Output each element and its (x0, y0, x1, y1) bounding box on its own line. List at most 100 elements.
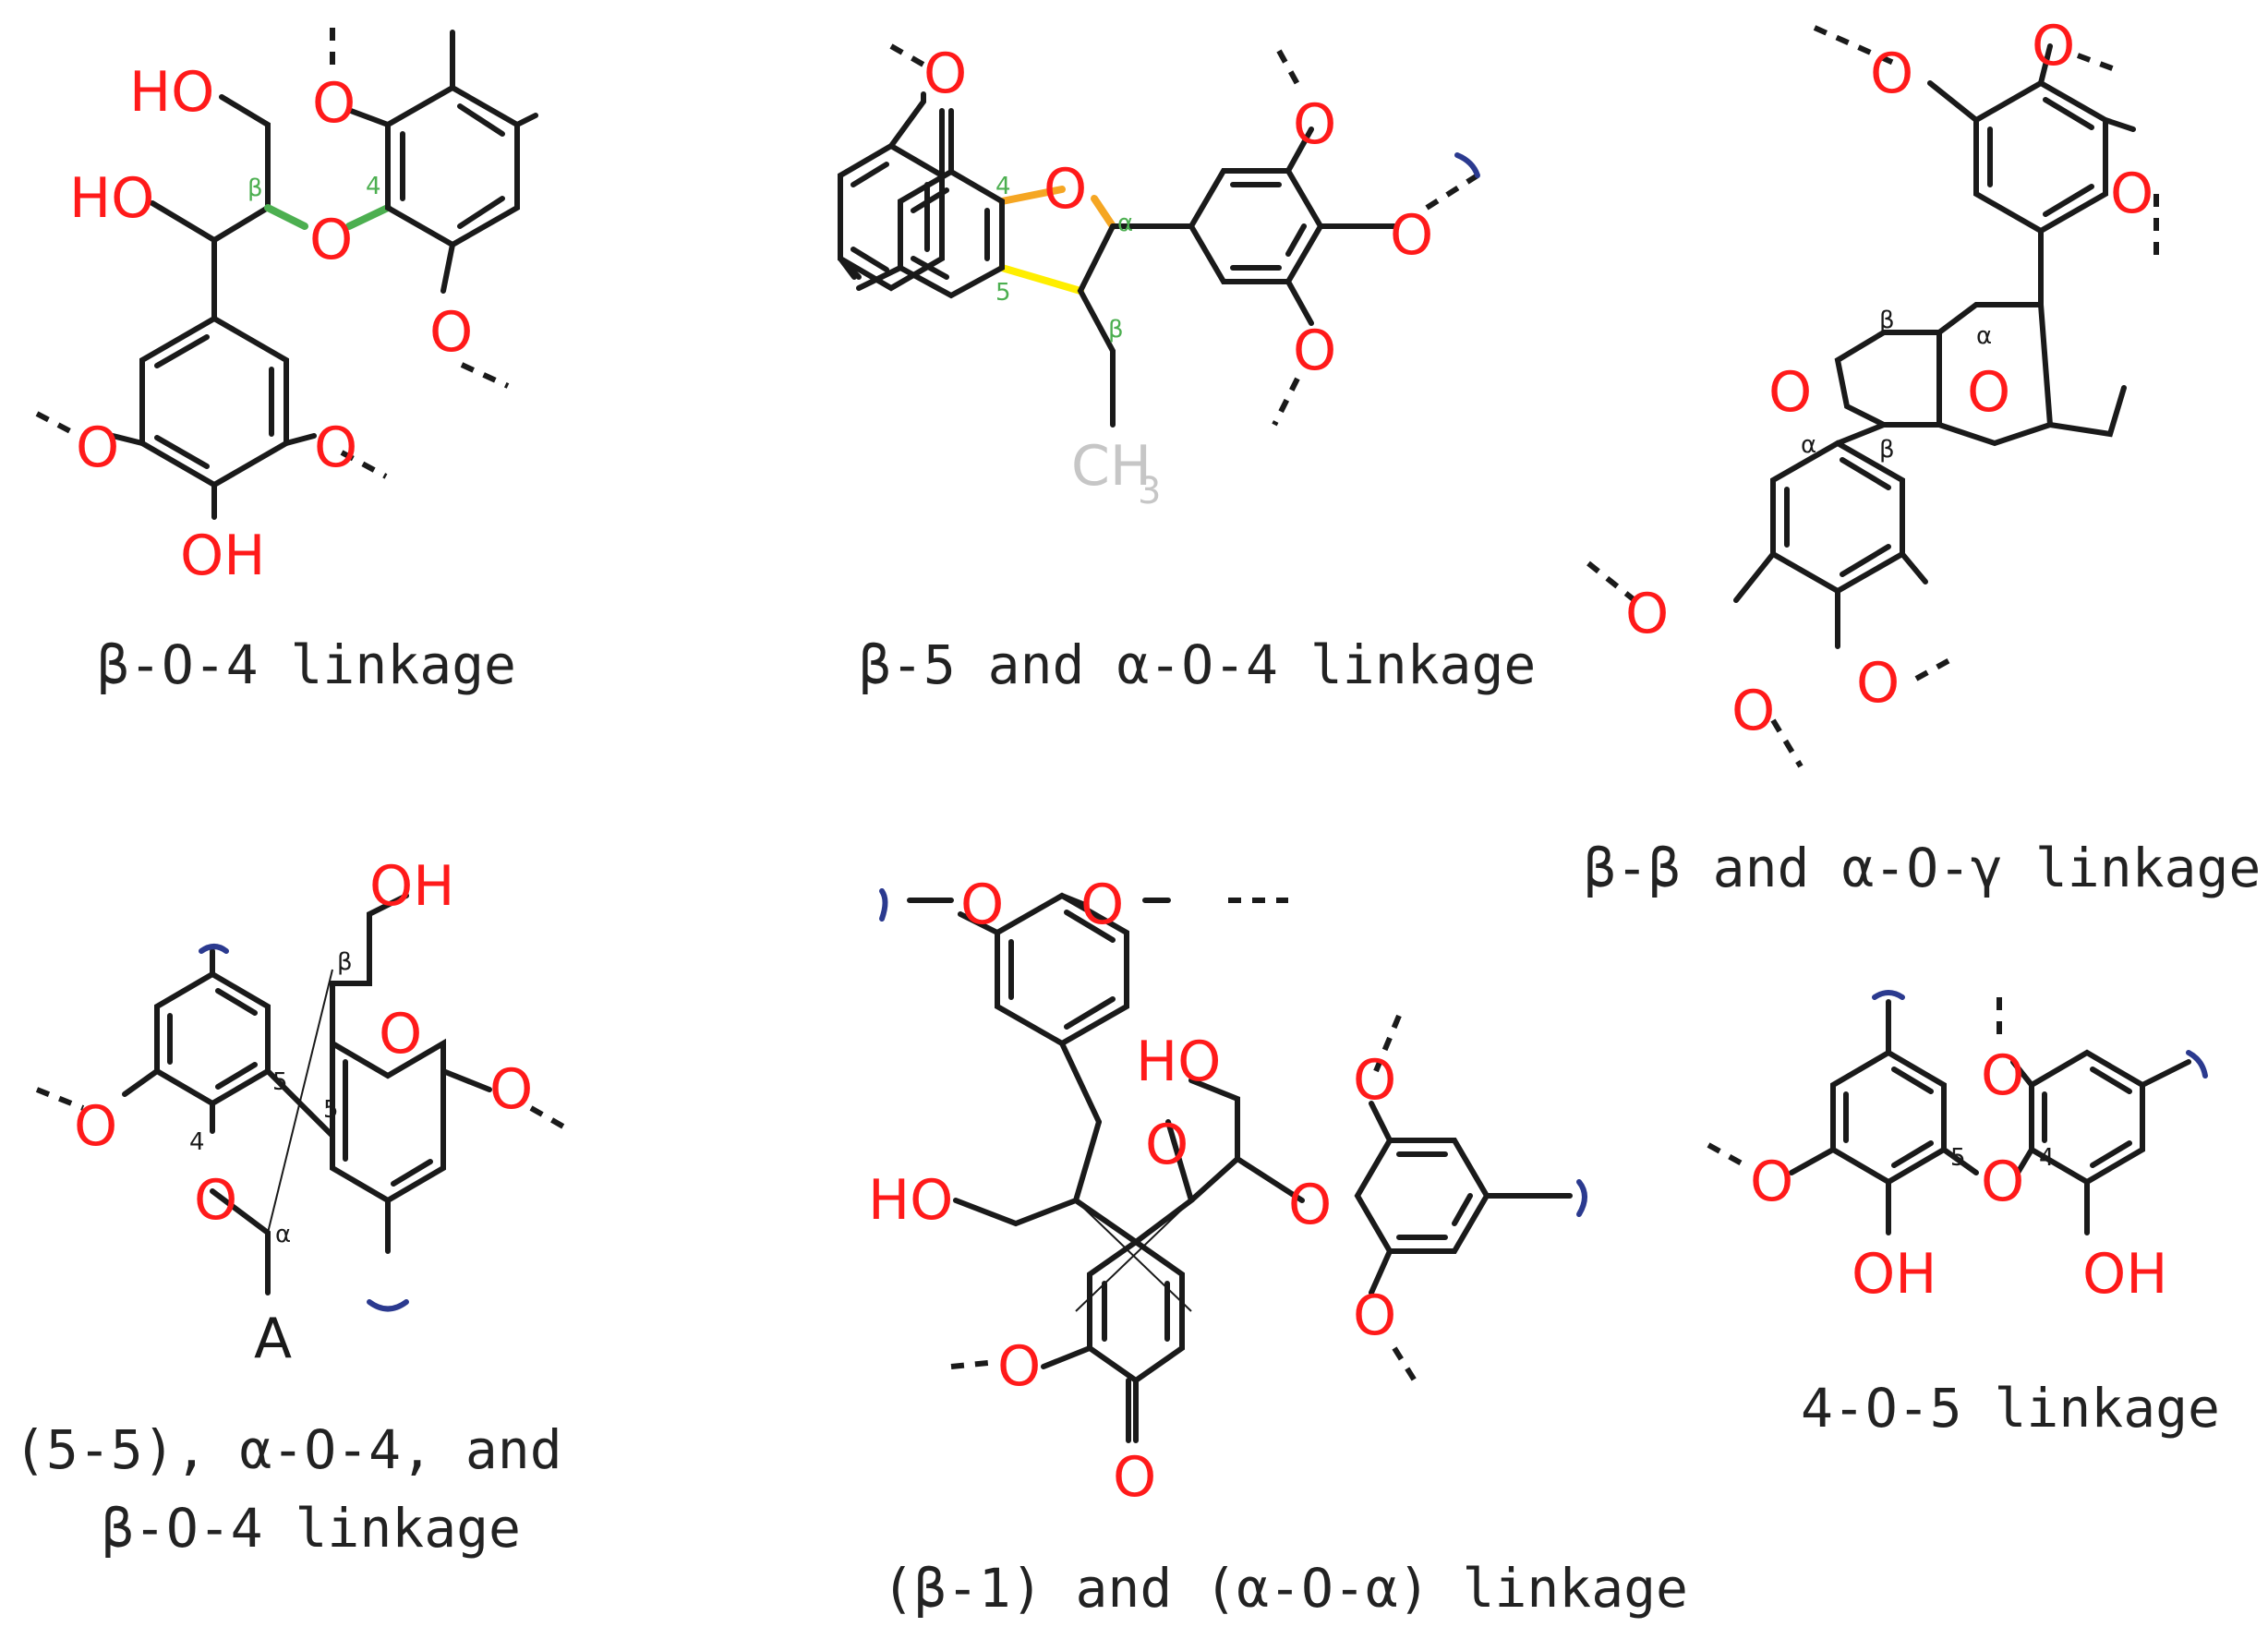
chain-caps (1872, 990, 2208, 1079)
beta-o-bond-highlight (264, 204, 308, 230)
atom-label: OH (1852, 1242, 1936, 1307)
alpha-o-4-highlight (998, 186, 1066, 205)
chain-cap (1454, 152, 1480, 178)
chain-cap (879, 888, 888, 922)
upper-ring-double-bonds (400, 103, 505, 229)
aryl-dashes (1272, 49, 1479, 427)
caption: 4-O-5 linkage (1801, 1377, 2220, 1440)
aryl-substituent-bonds (1285, 127, 1397, 326)
position-label: 4 (366, 173, 381, 200)
panel-beta-1: O O HO O HO O O O O O (β-1) and (α-O-α) … (868, 873, 1688, 1620)
chain-cap (1576, 1179, 1587, 1217)
panel-5-5: OH O O O O A β 5 5 4 α (5-5), α-O-4, and… (14, 854, 565, 1560)
panel-4-o-5: O O O OH OH 5 4 4-O-5 linkage (1707, 990, 2220, 1440)
top-ring-double-bonds (1008, 910, 1116, 1030)
atom-label: O (1731, 679, 1775, 743)
ring-double-bonds (154, 334, 274, 469)
atom-label: O (1390, 203, 1433, 268)
atom-label: O (74, 1094, 117, 1159)
position-label: 5 (323, 1096, 339, 1124)
caption: β-O-4 linkage (97, 633, 516, 696)
atom-label: O (1981, 1043, 2024, 1108)
side-chain-bonds (150, 94, 271, 321)
atom-label: O (1080, 873, 1124, 937)
bottom-ring-substituents (1733, 422, 1928, 649)
atom-label: O (1113, 1445, 1156, 1510)
right-ring-bonds (330, 1038, 446, 1204)
caption: β-β and α-O-γ linkage (1584, 837, 2261, 899)
position-label: α (275, 1221, 291, 1248)
atom-subscript: 3 (1138, 470, 1161, 512)
atom-label: O (312, 71, 356, 136)
right-ring-double-bonds (1396, 1151, 1473, 1240)
left-ring-substituents (122, 948, 271, 1296)
position-label: 4 (2039, 1144, 2055, 1172)
benzofuran-substituents (856, 108, 954, 291)
right-ring-substituents (1369, 1101, 1573, 1296)
atom-label: A (254, 1307, 292, 1371)
atom-label: O (1044, 157, 1087, 222)
atom-label: HO (868, 1168, 953, 1233)
position-label: 5 (995, 279, 1011, 307)
position-label: β (1108, 316, 1124, 343)
crossing-line (267, 969, 333, 1234)
atom-label: O (1293, 319, 1336, 383)
atom-label: O (1353, 1283, 1396, 1348)
caption-line: β-O-4 linkage (102, 1497, 521, 1560)
top-ring-substituents (1927, 43, 2136, 307)
left-ring-double-bonds (167, 988, 258, 1090)
quinone-substituents (1041, 1345, 1139, 1443)
position-label: α (1801, 431, 1816, 459)
right-ring-double-bonds (2042, 1067, 2132, 1168)
atom-label: HO (1136, 1030, 1221, 1094)
position-label: β (1879, 307, 1895, 334)
atom-label: O (2032, 14, 2075, 78)
atom-label: O (489, 1057, 533, 1122)
atom-label: O (309, 208, 353, 272)
atom-label: O (429, 300, 473, 365)
ring-bonds (139, 315, 289, 488)
position-label: β (247, 175, 263, 202)
atom-label: O (1625, 582, 1669, 646)
top-ring-dashes (1813, 25, 2159, 259)
atom-label: O (379, 1002, 422, 1067)
panel-beta-beta: O O O O O O O O β α α β β-β and α-O-γ li… (1584, 14, 2261, 899)
atom-label: O (1870, 42, 1913, 106)
atom-label: O (2110, 162, 2153, 226)
panel-beta-o-4: HO HO O O O O O OH β 4 β-O-4 linkage (35, 28, 538, 696)
left-ring-substituents (1789, 999, 1979, 1235)
ring-double-bonds (850, 162, 930, 272)
atom-label: O (76, 416, 119, 480)
atom-label: OH (180, 524, 265, 588)
quinone-double-bonds (1102, 1281, 1170, 1342)
atom-label: O (1293, 92, 1336, 157)
caption-line: (5-5), α-O-4, and (14, 1418, 562, 1481)
upper-ring-substituent-bonds (348, 30, 538, 294)
top-ring-double-bonds (1987, 97, 2094, 217)
right-ring-substituents (330, 893, 492, 1254)
position-label: β (1879, 436, 1895, 464)
atom-label: O (1288, 1173, 1332, 1237)
position-label: α (1117, 210, 1133, 237)
position-label: 5 (1950, 1144, 1966, 1172)
atom-label: O (960, 873, 1004, 937)
alpha-o-4-highlight (1091, 195, 1116, 230)
atom-label: O (997, 1334, 1041, 1399)
spiro-lines (1075, 1199, 1192, 1312)
furan-core-bonds (953, 1078, 1240, 1246)
atom-label: OH (369, 854, 454, 919)
atom-label: O (923, 42, 967, 106)
bicyclic-bonds (1881, 302, 2127, 447)
left-ring-bonds (154, 970, 271, 1107)
atom-label: O (1967, 360, 2010, 425)
left-furan-bonds (1834, 330, 1887, 428)
position-label: 4 (995, 173, 1011, 200)
atom-label: O (1145, 1113, 1188, 1177)
panel-beta-5: O O O O O CH 3 4 α 5 β β-5 and α-O-4 lin… (838, 42, 1536, 696)
left-ring-double-bonds (1843, 1067, 1934, 1168)
atom-label: O (194, 1168, 237, 1233)
atom-label: HO (69, 166, 154, 231)
bottom-ring-dashes (1586, 560, 1960, 768)
methoxy-dash (889, 43, 925, 67)
